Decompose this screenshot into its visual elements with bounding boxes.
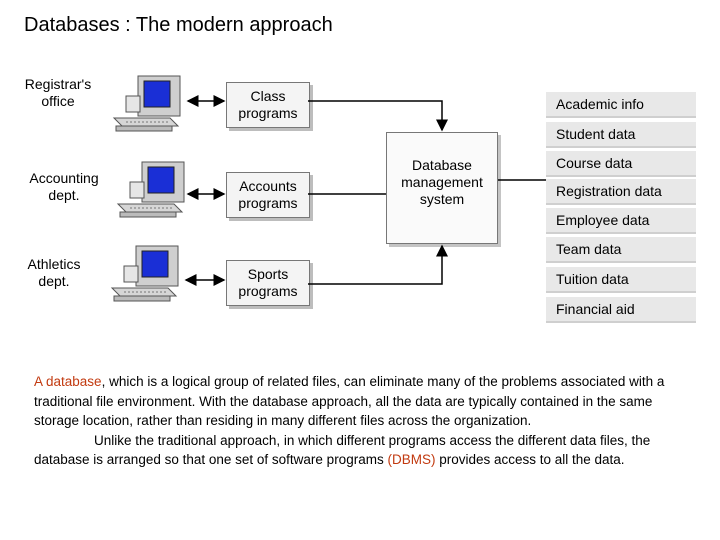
dbms-term: (DBMS) (387, 452, 436, 468)
paragraph-text-2: Unlike the traditional approach, in whic… (34, 432, 651, 468)
data-store-item: Course data (546, 151, 696, 177)
computer-icon (116, 161, 185, 218)
description-paragraph: A database, which is a logical group of … (34, 372, 688, 470)
paragraph-text-1: , which is a logical group of related fi… (34, 374, 665, 429)
program-box-class: Class programs (226, 82, 310, 128)
dept-registrar: Registrar's office (24, 76, 92, 109)
dept-accounting: Accounting dept. (29, 170, 99, 203)
dept-athletics: Athletics dept. (27, 256, 81, 289)
arrow-sports-to-dbms (308, 244, 448, 285)
data-store-item: Employee data (546, 208, 696, 234)
page-title: Databases : The modern approach (24, 14, 333, 36)
data-store-item: Academic info (546, 92, 696, 118)
computer-icon (110, 245, 179, 302)
data-store-item: Registration data (546, 179, 696, 205)
program-box-sports: Sports programs (226, 260, 310, 306)
paragraph-text-3: provides access to all the data. (435, 452, 625, 468)
dbms-box: Database management system (386, 132, 498, 244)
data-store-item: Student data (546, 122, 696, 148)
data-store-item: Financial aid (546, 297, 696, 323)
database-term: A database (34, 374, 102, 389)
arrow-class-to-dbms (308, 100, 448, 132)
program-box-accounts: Accounts programs (226, 172, 310, 218)
data-store-item: Tuition data (546, 267, 696, 293)
data-store-item: Team data (546, 237, 696, 263)
computer-icon (112, 75, 181, 132)
